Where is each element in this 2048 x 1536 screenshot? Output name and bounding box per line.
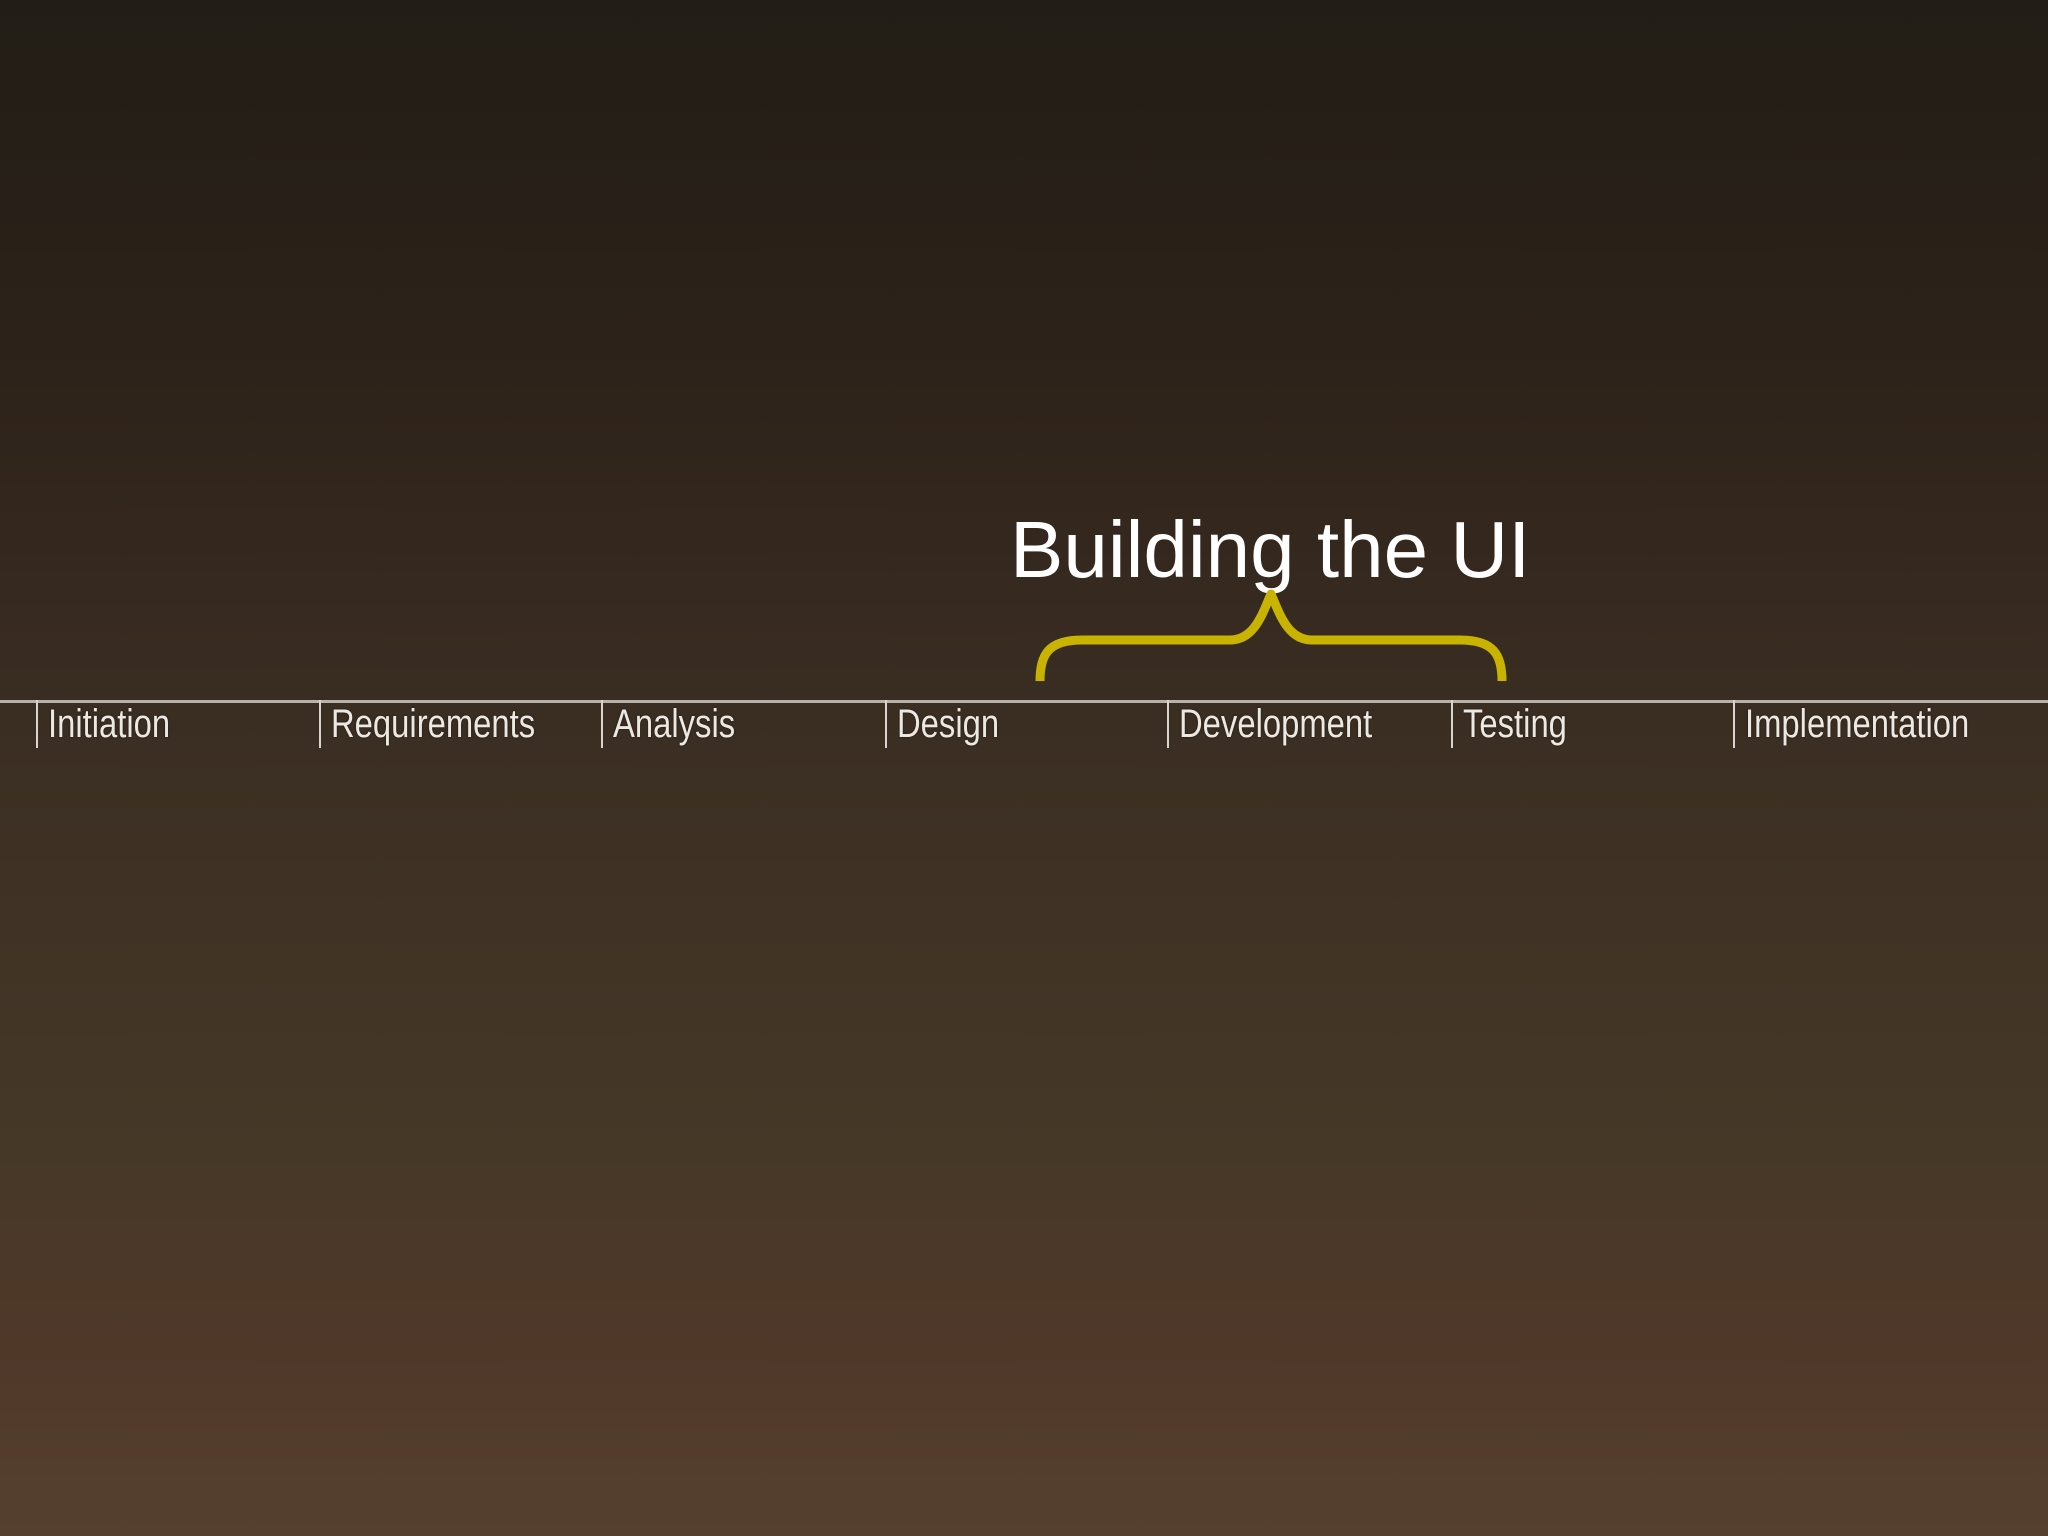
phase-label: Design [897, 702, 1000, 746]
phase-label: Testing [1463, 702, 1567, 746]
phase-design: Design [885, 700, 999, 748]
phase-requirements: Requirements [319, 700, 535, 748]
phase-development: Development [1167, 700, 1372, 748]
phase-analysis: Analysis [601, 700, 735, 748]
phase-initiation: Initiation [36, 700, 170, 748]
phase-testing: Testing [1451, 700, 1567, 748]
phase-label: Analysis [613, 702, 736, 746]
phase-label: Implementation [1745, 702, 1970, 746]
phase-label: Initiation [48, 702, 171, 746]
timeline-axis [0, 700, 2048, 703]
phase-implementation: Implementation [1733, 700, 1969, 748]
phase-label: Requirements [331, 702, 536, 746]
phase-label: Development [1179, 702, 1373, 746]
slide-title: Building the UI [1010, 505, 1531, 594]
